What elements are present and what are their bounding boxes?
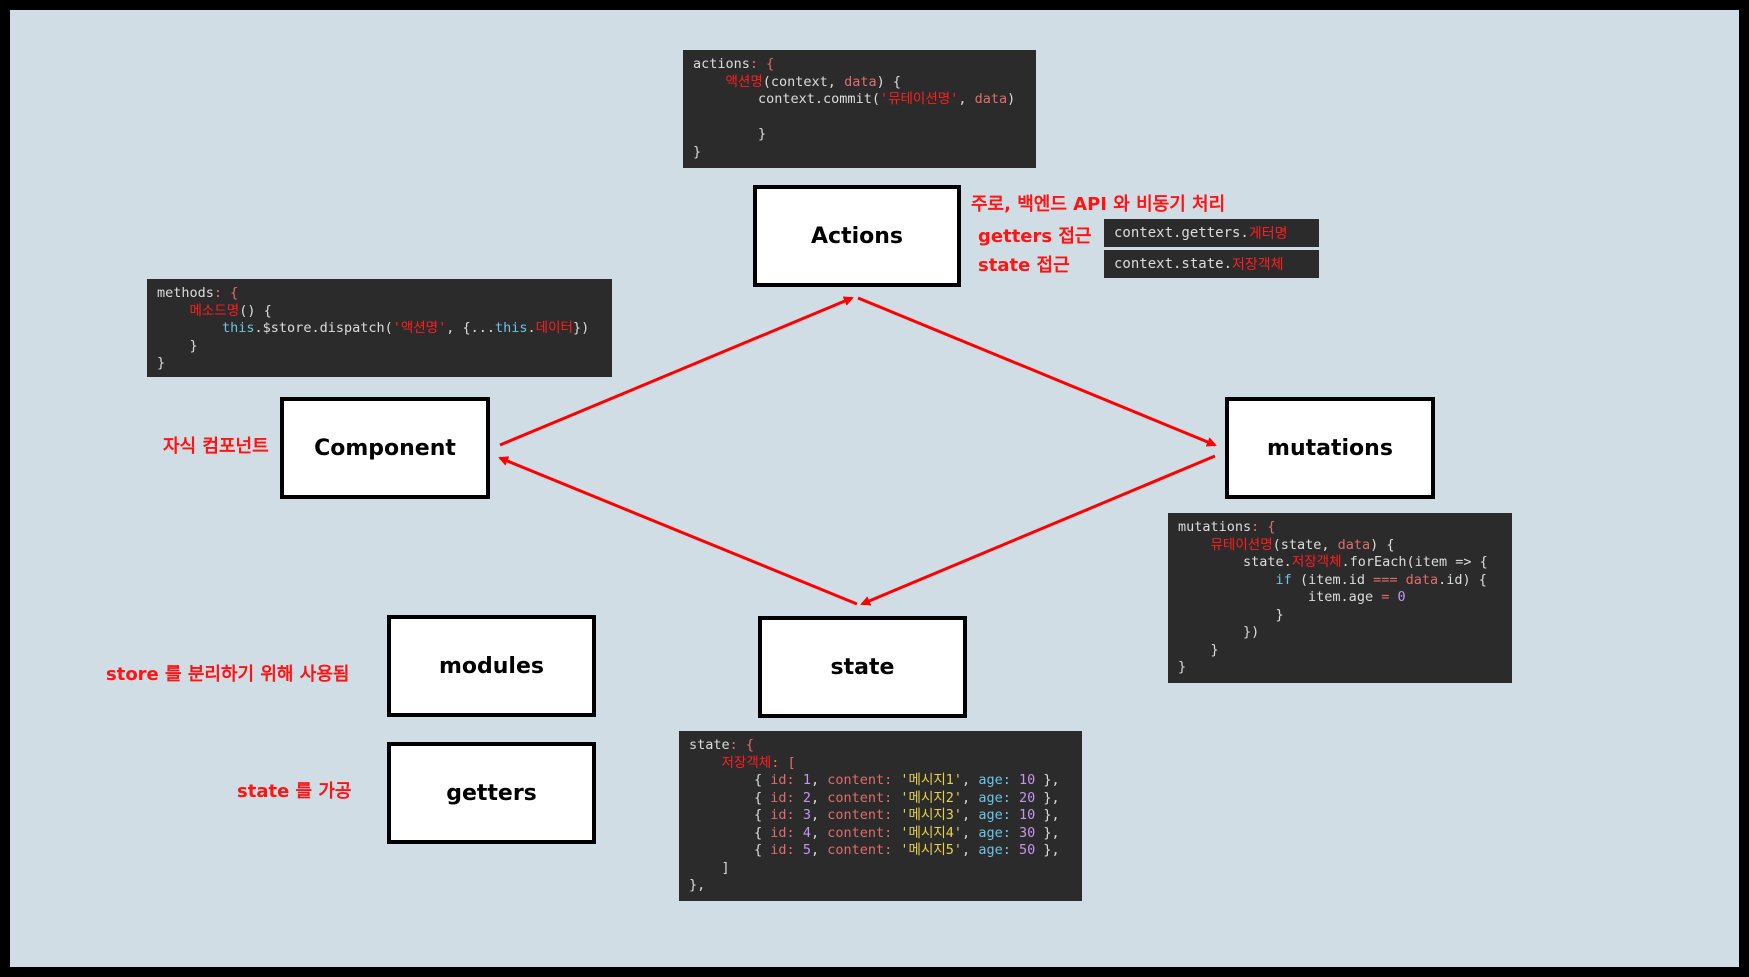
getters-node: getters: [387, 742, 596, 844]
arrow-component-to-actions: [499, 296, 854, 447]
action-name-token: 액션명: [725, 73, 763, 90]
actions-note: 주로, 백엔드 API 와 비동기 처리: [971, 194, 1226, 215]
actions-code-block: actions: { 액션명(context, data) { context.…: [683, 50, 1036, 168]
code-line: actions: {: [693, 56, 775, 72]
getters-note: state 를 가공: [237, 781, 352, 802]
child-component-label: 자식 컴포넌트: [163, 436, 269, 457]
getters-access-label: getters 접근: [978, 226, 1092, 247]
modules-node: modules: [387, 615, 596, 717]
state-code-block: state: { 저장객체: [ { id: 1, content: '메시지1…: [679, 731, 1082, 901]
arrow-state-to-component: [498, 456, 858, 606]
state-node: state: [758, 616, 967, 718]
methods-code-block: methods: { 메소드명() { this.$store.dispatch…: [147, 279, 612, 377]
context-getters-code: context.getters.게터명: [1104, 219, 1319, 247]
actions-node: Actions: [753, 185, 961, 287]
arrow-mutations-to-state: [860, 454, 1216, 606]
mutations-node: mutations: [1225, 397, 1435, 499]
arrow-actions-to-mutations: [857, 296, 1217, 447]
component-node: Component: [280, 397, 490, 499]
mutations-code-block: mutations: { 뮤테이션명(state, data) { state.…: [1168, 513, 1512, 683]
state-access-label: state 접근: [978, 255, 1070, 276]
modules-note: store 를 분리하기 위해 사용됨: [106, 664, 350, 685]
context-state-code: context.state.저장객체: [1104, 250, 1319, 278]
